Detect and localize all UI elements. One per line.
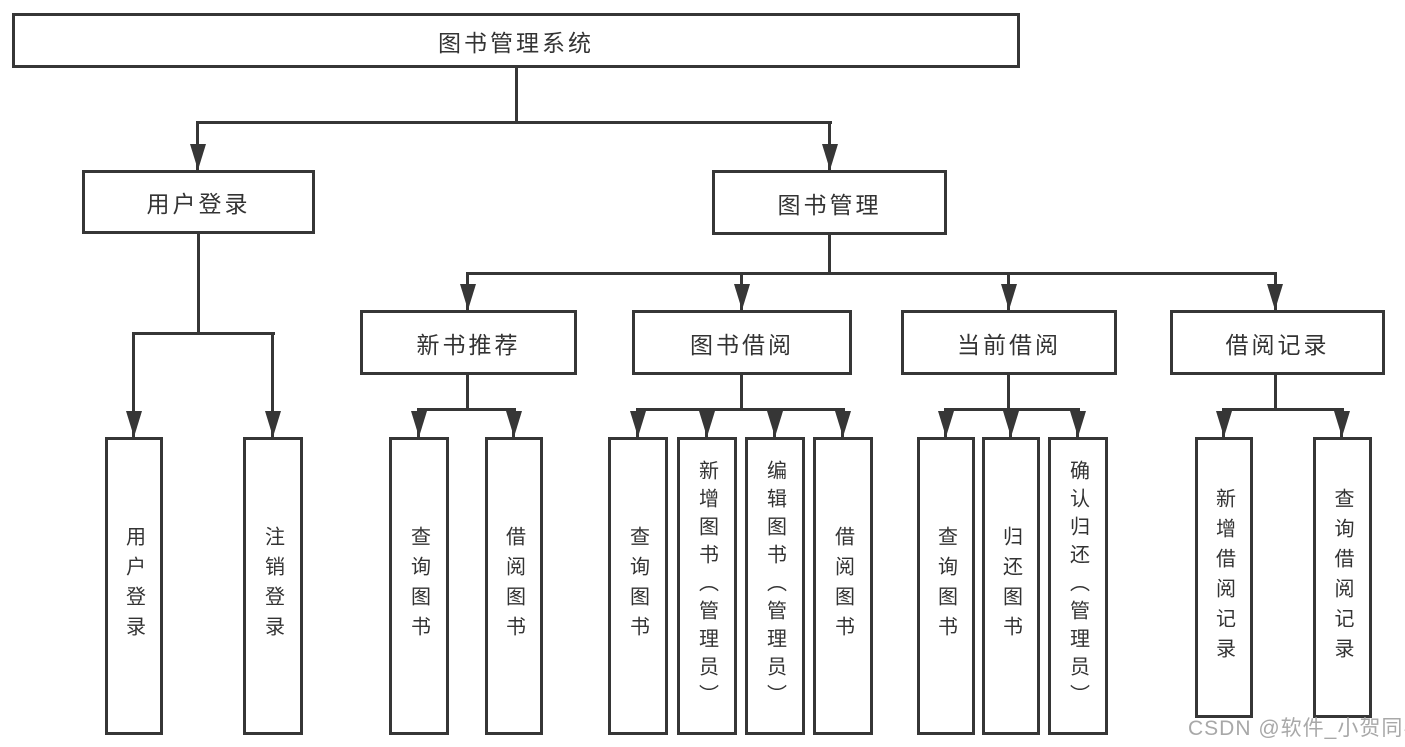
leaf-return-books-label: 归还图书 <box>999 526 1022 646</box>
node-new-book-recommend: 新书推荐 <box>360 310 577 375</box>
node-new-book-recommend-label: 新书推荐 <box>416 331 521 358</box>
leaf-borrow-books-1: 借阅图书 <box>485 437 543 735</box>
connector-line <box>196 121 832 124</box>
node-root-label: 图书管理系统 <box>438 29 594 56</box>
node-borrow-records-label: 借阅记录 <box>1225 331 1330 358</box>
leaf-edit-book-admin-label: 编辑图书（管理员） <box>763 460 786 712</box>
leaf-add-book-admin-label: 新增图书（管理员） <box>695 460 718 712</box>
node-book-borrow: 图书借阅 <box>632 310 852 375</box>
node-current-borrow: 当前借阅 <box>901 310 1117 375</box>
leaf-logout: 注销登录 <box>243 437 303 735</box>
leaf-logout-label: 注销登录 <box>261 526 284 646</box>
connector-arrowhead <box>190 144 206 170</box>
leaf-user-login: 用户登录 <box>105 437 163 735</box>
connector-line <box>636 408 845 411</box>
leaf-user-login-label: 用户登录 <box>122 526 145 646</box>
connector-arrowhead <box>126 411 142 437</box>
node-book-management-label: 图书管理 <box>777 191 882 218</box>
node-user-login-label: 用户登录 <box>146 191 251 217</box>
connector-arrowhead <box>630 411 646 437</box>
connector-arrowhead <box>1334 411 1350 437</box>
node-borrow-records: 借阅记录 <box>1170 310 1385 375</box>
leaf-query-books-2: 查询图书 <box>608 437 668 735</box>
connector-arrowhead <box>1216 411 1232 437</box>
leaf-return-books: 归还图书 <box>982 437 1040 735</box>
connector-arrowhead <box>411 411 427 437</box>
leaf-edit-book-admin: 编辑图书（管理员） <box>745 437 805 735</box>
connector-arrowhead <box>506 411 522 437</box>
connector-line <box>1274 375 1277 411</box>
node-root: 图书管理系统 <box>12 13 1020 68</box>
connector-arrowhead <box>699 411 715 437</box>
leaf-add-book-admin: 新增图书（管理员） <box>677 437 737 735</box>
connector-arrowhead <box>460 284 476 310</box>
connector-arrowhead <box>1267 284 1283 310</box>
connector-line <box>944 408 1080 411</box>
connector-arrowhead <box>1070 411 1086 437</box>
connector-arrowhead <box>1003 411 1019 437</box>
leaf-add-borrow-record: 新增借阅记录 <box>1195 437 1253 718</box>
connector-line <box>271 332 274 437</box>
leaf-confirm-return-admin: 确认归还（管理员） <box>1048 437 1108 735</box>
leaf-query-books-3-label: 查询图书 <box>934 526 957 646</box>
leaf-query-books-1-label: 查询图书 <box>407 526 430 646</box>
connector-line <box>1007 375 1010 411</box>
connector-arrowhead <box>822 144 838 170</box>
connector-line <box>417 408 516 411</box>
leaf-query-books-2-label: 查询图书 <box>626 526 649 646</box>
leaf-borrow-books-1-label: 借阅图书 <box>502 526 525 646</box>
connector-line <box>828 235 831 275</box>
leaf-confirm-return-admin-label: 确认归还（管理员） <box>1066 460 1089 712</box>
connector-line <box>515 68 518 124</box>
leaf-borrow-books-2: 借阅图书 <box>813 437 873 735</box>
connector-arrowhead <box>1001 284 1017 310</box>
leaf-query-books-3: 查询图书 <box>917 437 975 735</box>
leaf-query-borrow-record: 查询借阅记录 <box>1313 437 1372 718</box>
leaf-query-borrow-record-label: 查询借阅记录 <box>1331 487 1353 668</box>
connector-arrowhead <box>265 411 281 437</box>
connector-line <box>197 234 200 335</box>
csdn-watermark: CSDN @软件_小贺同学 <box>1188 717 1405 740</box>
connector-line <box>132 332 135 437</box>
node-user-login: 用户登录 <box>82 170 315 234</box>
connector-arrowhead <box>734 284 750 310</box>
connector-line <box>1222 408 1344 411</box>
connector-line <box>466 272 1277 275</box>
connector-arrowhead <box>938 411 954 437</box>
connector-line <box>740 375 743 411</box>
connector-line <box>466 375 469 411</box>
connector-line <box>132 332 275 335</box>
leaf-borrow-books-2-label: 借阅图书 <box>831 526 854 646</box>
node-book-borrow-label: 图书借阅 <box>690 331 794 358</box>
leaf-query-books-1: 查询图书 <box>389 437 449 735</box>
node-current-borrow-label: 当前借阅 <box>957 331 1061 358</box>
node-book-management: 图书管理 <box>712 170 947 235</box>
connector-arrowhead <box>767 411 783 437</box>
connector-arrowhead <box>835 411 851 437</box>
leaf-add-borrow-record-label: 新增借阅记录 <box>1212 487 1235 668</box>
